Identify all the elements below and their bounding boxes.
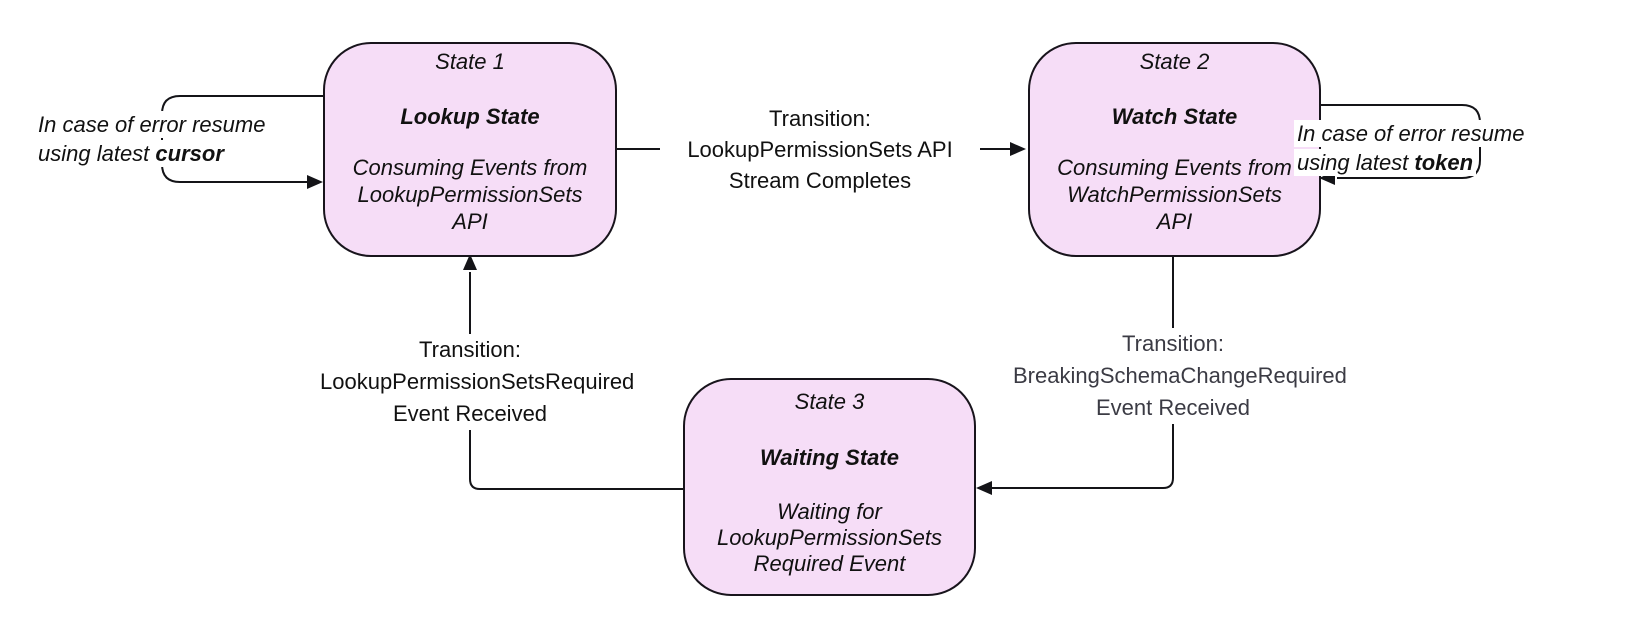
state-name: Waiting State <box>760 445 899 470</box>
state-node-lookup: State 1 Lookup State Consuming Events fr… <box>323 42 617 257</box>
state-description-line: Consuming Events from <box>1057 155 1292 180</box>
transition-label-line: LookupPermissionSetsRequired <box>320 369 635 394</box>
connector-state3-to-state1 <box>469 272 683 490</box>
arrowhead-state1-to-state2 <box>1010 142 1026 156</box>
error-loop-label-cursor: In case of error resume using latest cur… <box>35 110 269 168</box>
state-description-line: API <box>452 209 488 234</box>
connector-state2-to-state3 <box>992 253 1174 489</box>
state-name: Watch State <box>1111 104 1238 129</box>
transition-label-line: Event Received <box>392 401 548 426</box>
state-description-line: LookupPermissionSets <box>716 525 942 550</box>
state-description-line: Required Event <box>753 551 906 576</box>
state-description: Consuming Events from WatchPermissionSet… <box>1030 154 1319 235</box>
transition-label-breaking-schema-change: Transition: BreakingSchemaChangeRequired… <box>1013 328 1347 424</box>
transition-label-lookup-required: Transition: LookupPermissionSetsRequired… <box>320 334 635 430</box>
state-node-waiting: State 3 Waiting State Waiting for Lookup… <box>683 378 976 596</box>
transition-label-line: LookupPermissionSets API <box>687 137 953 162</box>
arrowhead-error-loop-state1 <box>307 175 323 189</box>
state-label: State 1 <box>435 49 505 74</box>
state-description: Consuming Events from LookupPermissionSe… <box>325 154 615 235</box>
loop-label-line: using latest token <box>1294 148 1527 177</box>
arrowhead-state2-to-state3 <box>976 481 992 495</box>
error-loop-state1 <box>161 95 325 183</box>
transition-label-line: Event Received <box>1095 395 1251 420</box>
loop-label-line: In case of error resume <box>1294 119 1528 148</box>
loop-label-prefix: using latest <box>1297 150 1415 175</box>
state-description-line: Waiting for <box>777 499 882 524</box>
state-name: Lookup State <box>400 104 540 129</box>
state-description-line: WatchPermissionSets <box>1067 182 1282 207</box>
loop-label-line: In case of error resume <box>35 110 269 139</box>
state-label: State 2 <box>1139 49 1210 74</box>
loop-label-keyword: token <box>1414 150 1474 175</box>
transition-label-line: Stream Completes <box>728 168 912 193</box>
state-description-line: Consuming Events from <box>352 155 588 180</box>
transition-label-line: Transition: <box>419 337 521 362</box>
arrowhead-state3-to-state1 <box>463 254 477 270</box>
state-description-line: API <box>1156 209 1193 234</box>
state-description-line: LookupPermissionSets <box>357 182 583 207</box>
state-description: Waiting for LookupPermissionSets Require… <box>685 499 974 577</box>
loop-label-keyword: cursor <box>155 141 224 166</box>
transition-label-line: Transition: <box>1122 331 1224 356</box>
loop-label-line: using latest cursor <box>35 139 268 168</box>
loop-label-prefix: using latest <box>38 141 156 166</box>
transition-label-line: BreakingSchemaChangeRequired <box>1013 363 1347 388</box>
transition-label-stream-completes: Transition: LookupPermissionSets API Str… <box>660 103 980 196</box>
state-label: State 3 <box>794 389 865 414</box>
transition-label-line: Transition: <box>769 106 871 131</box>
state-node-watch: State 2 Watch State Consuming Events fro… <box>1028 42 1321 257</box>
error-loop-label-token: In case of error resume using latest tok… <box>1294 119 1528 177</box>
